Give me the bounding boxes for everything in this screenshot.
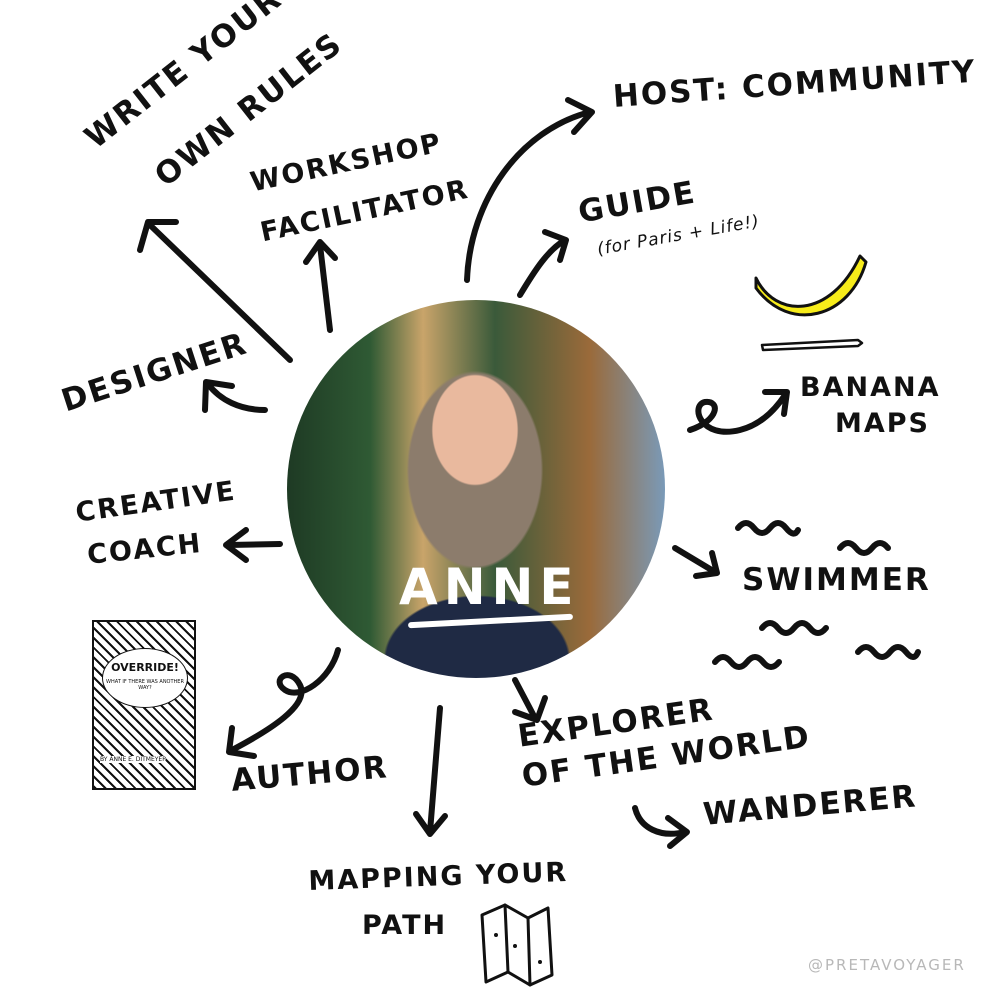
- book-author: BY ANNE E. DITMEYER: [100, 756, 167, 763]
- arrow-explorer: [512, 677, 538, 721]
- arrow-designer: [205, 381, 268, 413]
- wave-2: [837, 540, 891, 556]
- book-title-badge: OVERRIDE! WHAT IF THERE WAS ANOTHER WAY?: [102, 648, 188, 708]
- center-name: ANNE: [399, 558, 580, 616]
- pencil-icon: [760, 338, 864, 352]
- arrow-write-rules: [147, 222, 293, 363]
- label-banana-maps-1: BANANA: [800, 372, 941, 403]
- arrow-mapping: [427, 705, 443, 835]
- label-banana-maps-2: MAPS: [835, 408, 930, 439]
- anne-portrait-photo: [287, 300, 665, 678]
- arrow-creative: [225, 541, 283, 548]
- arrow-author: [229, 647, 341, 753]
- book-title: OVERRIDE!: [111, 661, 179, 674]
- arrow-wanderer: [632, 805, 688, 837]
- folded-map-icon: [480, 903, 554, 987]
- arrow-guide: [517, 237, 568, 298]
- label-mapping-2: PATH: [362, 910, 448, 941]
- arrow-workshop: [317, 242, 333, 333]
- wave-5: [855, 644, 921, 660]
- book-subtitle: WHAT IF THERE WAS ANOTHER WAY?: [106, 679, 184, 691]
- arrow-banana: [687, 392, 788, 435]
- wave-4: [712, 654, 782, 670]
- override-book-illustration: OVERRIDE! WHAT IF THERE WAS ANOTHER WAY?…: [92, 620, 196, 790]
- arrow-swimmer: [672, 545, 718, 575]
- wave-3: [759, 620, 829, 636]
- arrow-host: [464, 109, 593, 283]
- label-swimmer: SWIMMER: [742, 562, 931, 598]
- wave-1: [735, 520, 801, 537]
- watermark: @PRETAVOYAGER: [808, 956, 966, 974]
- banana-icon: [754, 254, 868, 317]
